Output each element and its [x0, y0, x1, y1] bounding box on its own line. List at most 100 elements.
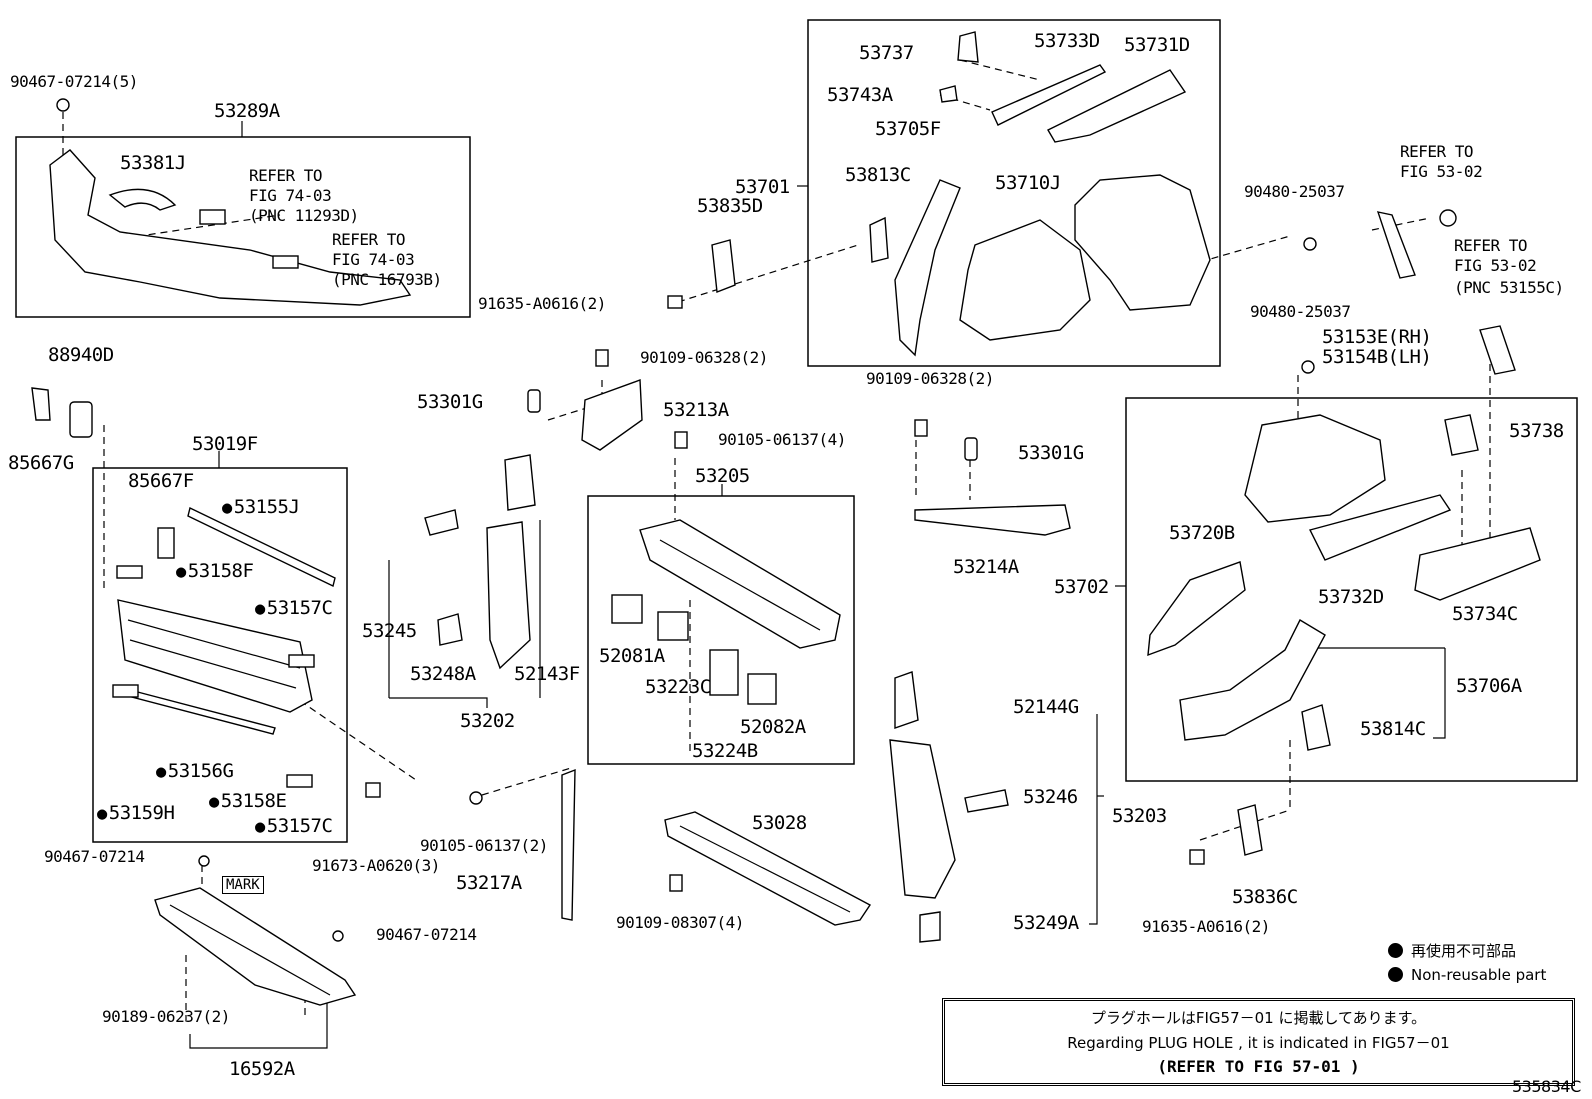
notice-line-3: (REFER TO FIG 57-01 )	[1157, 1057, 1360, 1076]
box-53701	[807, 19, 1221, 367]
refer-label-2b: FIG 74-03	[332, 250, 415, 269]
label-85667G: 85667G	[8, 452, 74, 474]
label-53813C: 53813C	[845, 164, 911, 186]
refer-label-2a: REFER TO	[332, 230, 406, 249]
label-91673-A0620: 91673-A0620(3)	[312, 856, 440, 875]
bullet-icon	[1388, 943, 1403, 958]
label-53710J: 53710J	[995, 172, 1061, 194]
label-53743A: 53743A	[827, 84, 893, 106]
label-90189-06237: 90189-06237(2)	[102, 1007, 230, 1026]
label-53732D: 53732D	[1318, 586, 1384, 608]
label-53381J: 53381J	[120, 152, 186, 174]
label-53248A: 53248A	[410, 663, 476, 685]
legend-en-text: Non-reusable part	[1411, 966, 1547, 984]
box-53019F	[92, 467, 348, 843]
label-53301G-a: 53301G	[417, 391, 483, 413]
label-90109-06328-b: 90109-06328(2)	[866, 369, 994, 388]
part-53214A-shape	[914, 437, 1071, 536]
label-91635-A0616-b: 91635-A0616(2)	[1142, 917, 1270, 936]
label-53249A: 53249A	[1013, 912, 1079, 934]
label-90105-06137-2: 90105-06137(2)	[420, 836, 548, 855]
part-53701-shapes	[667, 31, 1211, 357]
part-53289A-shape	[49, 149, 412, 306]
refer-label-1c: (PNC 11293D)	[249, 206, 359, 225]
label-90109-08307: 90109-08307(4)	[616, 913, 744, 932]
notice-line-1: プラグホールはFIG57－01 に掲載してあります。	[1090, 1009, 1427, 1027]
label-52143F: 52143F	[514, 663, 580, 685]
label-53835D: 53835D	[697, 195, 763, 217]
label-52082A: 52082A	[740, 716, 806, 738]
refer-label-3a: REFER TO	[1400, 142, 1474, 161]
legend-jp-text: 再使用不可部品	[1411, 942, 1517, 960]
label-53214A: 53214A	[953, 556, 1019, 578]
label-53153E: 53153E(RH)	[1322, 326, 1432, 348]
label-53028: 53028	[752, 812, 807, 834]
label-90467-07214-5: 90467-07214(5)	[10, 72, 138, 91]
label-53202: 53202	[460, 710, 515, 732]
part-misc-shapes	[56, 98, 1516, 942]
label-53157C-b: 53157C	[255, 815, 333, 838]
label-53158E: 53158E	[209, 790, 287, 813]
part-53028-shape	[664, 811, 872, 926]
label-88940D: 88940D	[48, 344, 114, 366]
label-91635-A0616-a: 91635-A0616(2)	[478, 294, 606, 313]
legend-jp: 再使用不可部品	[1388, 940, 1516, 961]
label-53157C-a: 53157C	[255, 597, 333, 620]
box-53289A	[15, 136, 471, 318]
label-53814C: 53814C	[1360, 718, 1426, 740]
part-16592A-shape	[154, 887, 357, 1006]
label-53245: 53245	[362, 620, 417, 642]
refer-label-1b: FIG 74-03	[249, 186, 332, 205]
label-53738: 53738	[1509, 420, 1564, 442]
mark-label: MARK	[222, 876, 264, 894]
label-90467-07214-b: 90467-07214	[376, 925, 477, 944]
label-53289A: 53289A	[214, 100, 280, 122]
part-53202-shapes	[424, 454, 536, 670]
refer-label-3b: FIG 53-02	[1400, 162, 1483, 181]
label-90109-06328-a: 90109-06328(2)	[640, 348, 768, 367]
label-53224B: 53224B	[692, 740, 758, 762]
label-53737: 53737	[859, 42, 914, 64]
refer-label-2c: (PNC 16793B)	[332, 270, 442, 289]
label-53019F: 53019F	[192, 433, 258, 455]
part-53213A-shape	[527, 379, 643, 451]
label-90467-07214-a: 90467-07214	[44, 847, 145, 866]
box-53702	[1125, 397, 1578, 782]
box-53205	[587, 495, 855, 765]
part-53205-shapes	[611, 519, 841, 705]
legend-en: Non-reusable part	[1388, 966, 1546, 984]
label-53205: 53205	[695, 465, 750, 487]
label-53159H: 53159H	[97, 802, 175, 825]
refer-label-4c: (PNC 53155C)	[1454, 278, 1564, 297]
label-53156G: 53156G	[156, 760, 234, 783]
label-53301G-b: 53301G	[1018, 442, 1084, 464]
label-53734C: 53734C	[1452, 603, 1518, 625]
refer-label-4b: FIG 53-02	[1454, 256, 1537, 275]
part-88940D-shape	[31, 387, 93, 438]
label-53733D: 53733D	[1034, 30, 1100, 52]
label-53203: 53203	[1112, 805, 1167, 827]
label-53701: 53701	[735, 176, 790, 198]
label-85667F: 85667F	[128, 470, 194, 492]
drawing-id: 535834C	[1512, 1077, 1581, 1096]
part-53203-shapes	[889, 671, 1009, 943]
label-90480-25037-b: 90480-25037	[1250, 302, 1351, 321]
plug-hole-notice: プラグホールはFIG57－01 に掲載してあります。 Regarding PLU…	[942, 998, 1575, 1086]
label-53836C: 53836C	[1232, 886, 1298, 908]
refer-label-1a: REFER TO	[249, 166, 323, 185]
label-52081A: 52081A	[599, 645, 665, 667]
label-53706A: 53706A	[1456, 675, 1522, 697]
notice-line-2: Regarding PLUG HOLE , it is indicated in…	[1067, 1034, 1450, 1052]
label-53702: 53702	[1054, 576, 1109, 598]
label-53155J: 53155J	[222, 496, 300, 519]
label-53705F: 53705F	[875, 118, 941, 140]
label-53246: 53246	[1023, 786, 1078, 808]
label-53158F: 53158F	[176, 560, 254, 583]
part-53217A-shape	[561, 768, 576, 921]
label-53217A: 53217A	[456, 872, 522, 894]
label-90480-25037-a: 90480-25037	[1244, 182, 1345, 201]
label-16592A: 16592A	[229, 1058, 295, 1080]
label-53213A: 53213A	[663, 399, 729, 421]
